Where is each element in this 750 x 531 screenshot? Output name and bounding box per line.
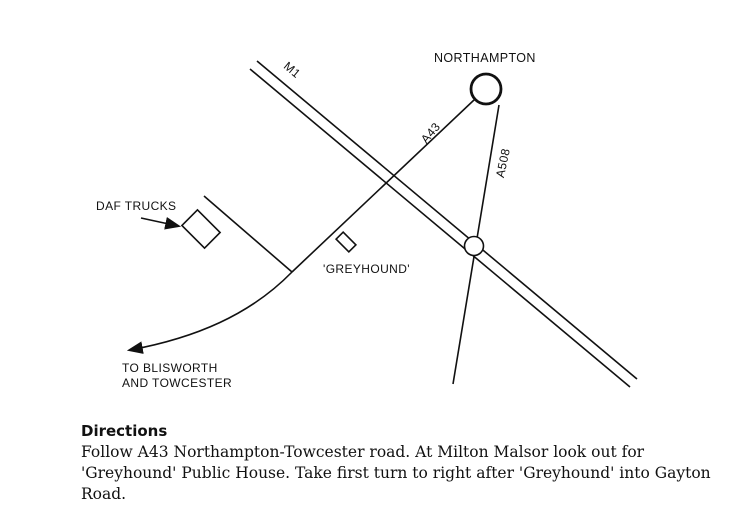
- daf-trucks-label: DAF TRUCKS: [96, 199, 177, 213]
- directions-section: Directions Follow A43 Northampton-Towces…: [81, 421, 721, 505]
- destination-label-line2: AND TOWCESTER: [122, 376, 233, 390]
- destination-label-line1: TO BLISWORTH: [122, 361, 218, 375]
- directions-heading: Directions: [81, 422, 168, 440]
- m1-road-line-a: [256, 60, 638, 380]
- directions-body: Follow A43 Northampton-Towcester road. A…: [81, 443, 711, 503]
- greyhound-label: 'GREYHOUND': [323, 262, 410, 276]
- daf-trucks-building: [180, 208, 222, 250]
- daf-pointer-arrow: [140, 217, 182, 230]
- gayton-road-line: [203, 195, 293, 273]
- blisworth-route-curve: [126, 271, 293, 354]
- northampton-label: NORTHAMPTON: [434, 51, 536, 65]
- m1-road-line-b: [249, 68, 631, 388]
- northampton-town-marker: [469, 72, 503, 106]
- a43-road-line: [291, 99, 475, 273]
- greyhound-building: [334, 230, 358, 254]
- m1-junction-roundabout: [463, 235, 485, 257]
